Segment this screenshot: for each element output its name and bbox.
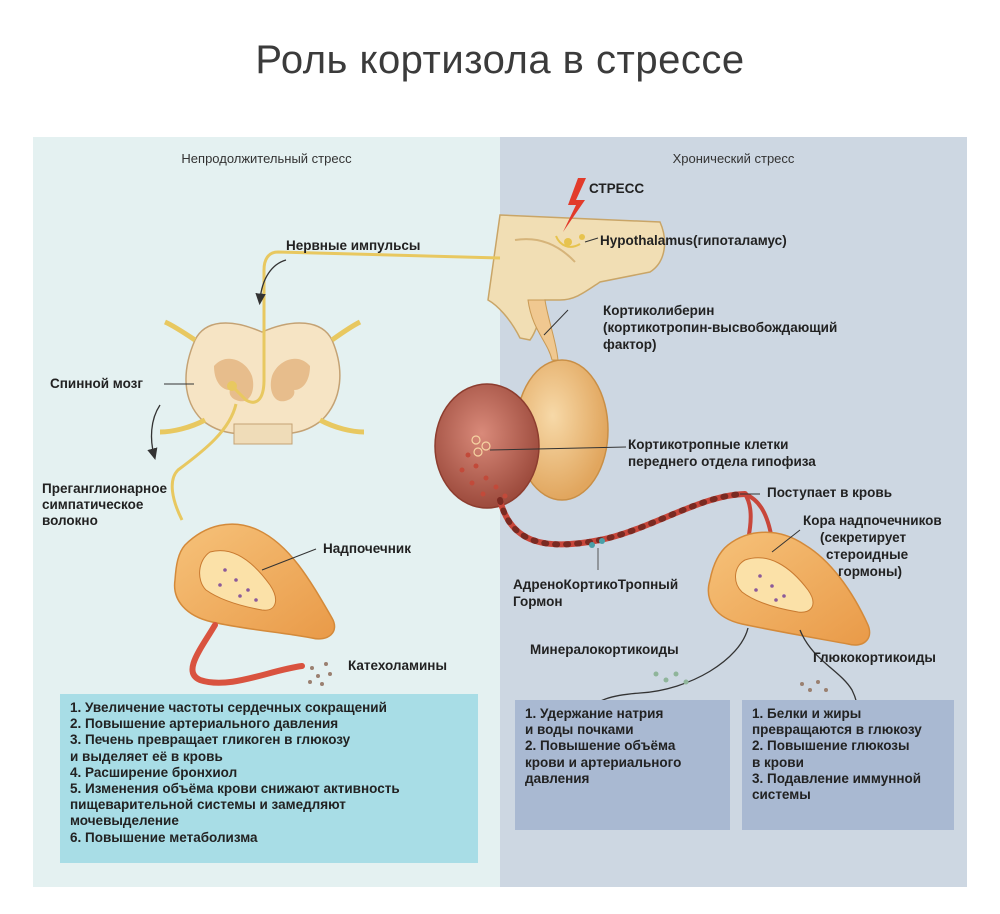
anterior-pituitary [434,383,540,509]
effect-item: 3. Печень превращает гликоген в глюкозу [70,732,351,748]
crh-label-line-2: (кортикотропин-высвобождающий [603,320,838,335]
crh-label-line-1: Кортиколиберин [603,303,715,318]
catecholamines-label: Катехоламины [348,658,447,673]
into-blood-label: Поступает в кровь [767,485,892,500]
right-adrenal-gland [707,531,871,646]
spinal-cord-illustration [159,319,365,445]
effect-item: превращаются в глюкозу [752,722,922,738]
preganglionic-label-line-2: симпатическое [42,497,144,512]
corticotropic-cells [459,452,508,499]
effect-item: 4. Расширение бронхиол [70,764,238,780]
spinal-cord-label: Спинной мозг [50,376,144,391]
effect-item: 5. Изменения объёма крови снижают активн… [70,781,400,797]
glucocorticoid-molecules [800,680,828,692]
effect-item: 1. Увеличение частоты сердечных сокращен… [70,700,387,715]
effect-item: 2. Повышение артериального давления [70,716,339,732]
effect-item: 6. Повышение метаболизма [70,829,258,845]
stress-label: СТРЕСС [589,181,645,196]
corticotropic-cells-label-line-2: переднего отдела гипофиза [628,454,816,469]
corticotropic-cell-cluster [471,435,491,457]
effect-item: 3. Подавление иммунной [752,770,922,786]
preganglionic-fiber-path [170,403,238,521]
effect-item: 1. Белки и жиры [752,706,862,721]
catecholamine-molecules [308,662,332,686]
effect-item: в крови [752,754,804,770]
short-term-effects-box: 1. Увеличение частоты сердечных сокращен… [60,694,478,863]
effect-item: и воды почками [525,722,634,738]
effect-item: пищеварительной системы и замедляют [70,797,346,813]
short-term-stress-heading: Непродолжительный стресс [181,151,352,166]
lightning-icon [563,178,586,232]
chronic-stress-heading: Хронический стресс [672,151,795,166]
hypothalamus-label: Hypothalamus(гипоталамус) [600,233,787,248]
glucocorticoid-effects-box: 1. Белки и жиры превращаются в глюкозу 2… [742,700,954,830]
left-adrenal-gland [173,523,336,640]
glucocorticoids-label: Глюкокортикоиды [813,650,936,665]
adrenal-gland-label: Надпочечник [323,541,411,556]
effect-item: давления [525,770,590,786]
effect-item: 2. Повышение глюкозы [752,738,910,754]
adrenal-cortex-label-line-2: (секретирует [820,530,907,545]
mineralocorticoid-molecules [653,671,689,685]
preganglionic-label-line-3: волокно [42,513,98,528]
mineralocorticoid-effects-box: 1. Удержание натрия и воды почками 2. По… [515,700,730,830]
effect-item: и выделяет её в кровь [70,748,223,764]
corticotropic-cells-label-line-1: Кортикотропные клетки [628,437,789,452]
effect-item: 2. Повышение объёма [525,738,676,754]
acth-label-line-2: Гормон [513,594,563,609]
acth-molecules [589,538,605,548]
effect-item: системы [752,787,811,803]
nerve-impulse-path [230,250,501,404]
page-title: Роль кортизола в стрессе [255,38,745,82]
adrenal-cortex-label-line-4: гормоны) [838,564,902,579]
left-adrenal-vein [189,622,305,686]
adrenal-cortex-label-line-3: стероидные [826,547,909,562]
effect-item: крови и артериального [525,754,682,770]
effect-item: мочевыделение [70,813,179,829]
nerve-impulses-label: Нервные импульсы [286,238,421,253]
effect-item: 1. Удержание натрия [525,706,664,721]
mineralocorticoids-label: Минералокортикоиды [530,642,679,657]
acth-label-line-1: АдреноКортикоТропный [513,577,679,592]
crh-label-line-3: фактор) [603,337,657,352]
adrenal-cortex-label-line-1: Кора надпочечников [803,513,942,528]
preganglionic-label-line-1: Преганглионарное [42,481,167,496]
